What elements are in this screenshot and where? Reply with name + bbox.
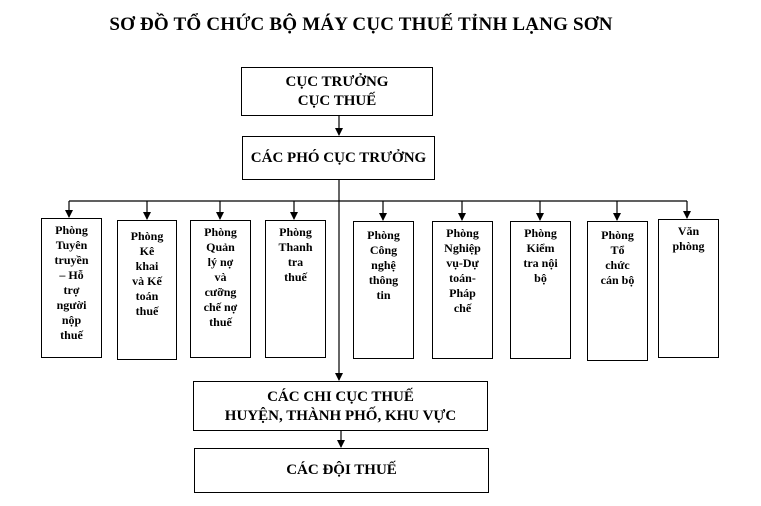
department-box-operations: Phòng Nghiệp vụ-Dự toán- Pháp chế [432, 221, 493, 359]
department-label-line: Tổ [610, 243, 625, 257]
department-label-line: Phòng [524, 226, 557, 240]
department-label-line: nộp [61, 313, 82, 327]
department-label-line: – Hỗ [59, 268, 84, 282]
department-label-line: chế [453, 301, 472, 315]
teams-label: CÁC ĐỘI THUẾ [286, 462, 397, 478]
department-label-line: Phòng [367, 228, 400, 242]
department-label-line: toán- [449, 271, 476, 285]
branches-subtitle: HUYỆN, THÀNH PHỐ, KHU VỰC [224, 408, 457, 424]
department-label-line: người [56, 298, 87, 312]
teams-box: CÁC ĐỘI THUẾ [194, 448, 489, 493]
department-label-line: lý nợ [207, 255, 234, 269]
department-label-line: tra nội [523, 256, 558, 270]
department-label-line: thuế [284, 270, 307, 284]
department-label-line: khai [135, 259, 159, 273]
department-box-declaration: Phòng Kê khai và Kế toán thuế [117, 220, 177, 360]
department-label-line: Văn [677, 224, 700, 238]
department-label-line: nghệ [371, 258, 396, 272]
department-label-line: Tuyên [55, 238, 88, 252]
department-label-line: Quản [206, 240, 235, 254]
department-box-internal-audit: Phòng Kiểm tra nội bộ [510, 221, 571, 359]
department-label-line: Thanh [278, 240, 313, 254]
department-label-line: Phòng [204, 225, 237, 239]
department-label-line: Phòng [446, 226, 479, 240]
department-label-line: Kiểm [526, 241, 555, 255]
director-title: CỤC TRƯỞNG [285, 74, 389, 90]
branches-title: CÁC CHI CỤC THUẾ [267, 389, 414, 405]
department-label-line: Phòng [55, 223, 88, 237]
department-label-line: Phòng [130, 229, 164, 243]
department-label-line: chế nợ [203, 300, 238, 314]
department-label-line: tra [287, 255, 304, 269]
department-label-line: Công [369, 243, 398, 257]
department-label-line: phòng [672, 239, 705, 253]
department-label-line: vụ-Dự [446, 256, 479, 270]
department-label-line: toán [135, 289, 159, 303]
department-label-line: truyền [54, 253, 89, 267]
director-subtitle: CỤC THUẾ [297, 93, 377, 109]
department-label-line: cưỡng [204, 285, 237, 299]
director-box: CỤC TRƯỞNG CỤC THUẾ [241, 67, 433, 116]
department-label-line: thông [368, 273, 399, 287]
page-title: SƠ ĐỒ TỔ CHỨC BỘ MÁY CỤC THUẾ TỈNH LẠNG … [109, 14, 613, 35]
department-box-it: Phòng Công nghệ thông tin [353, 221, 414, 359]
department-box-office: Văn phòng [658, 219, 719, 358]
department-label-line: Kê [139, 244, 155, 258]
department-label-line: thuế [135, 304, 159, 318]
deputies-label: CÁC PHÓ CỤC TRƯỞNG [250, 150, 427, 166]
department-label-line: bộ [534, 271, 547, 285]
branches-box: CÁC CHI CỤC THUẾ HUYỆN, THÀNH PHỐ, KHU V… [193, 381, 488, 431]
department-box-personnel: Phòng Tổ chức cán bộ [587, 221, 648, 361]
department-label-line: trợ [63, 283, 80, 297]
department-label-line: thuế [60, 328, 83, 342]
department-label-line: và [214, 270, 227, 284]
deputies-box: CÁC PHÓ CỤC TRƯỞNG [242, 136, 435, 180]
department-label-line: cán bộ [600, 273, 635, 287]
department-label-line: chức [605, 258, 630, 272]
department-label-line: Pháp [449, 286, 476, 300]
department-label-line: thuế [209, 315, 232, 329]
department-box-propaganda: Phòng Tuyên truyền – Hỗ trợ người nộp th… [41, 218, 102, 358]
department-label-line: Phòng [279, 225, 312, 239]
department-box-inspection: Phòng Thanh tra thuế [265, 220, 326, 358]
department-label-line: và Kế [132, 274, 162, 288]
department-label-line: tin [376, 288, 391, 302]
department-box-debt: Phòng Quản lý nợ và cưỡng chế nợ thuế [190, 220, 251, 358]
department-label-line: Nghiệp [444, 241, 481, 255]
department-label-line: Phòng [601, 228, 634, 242]
